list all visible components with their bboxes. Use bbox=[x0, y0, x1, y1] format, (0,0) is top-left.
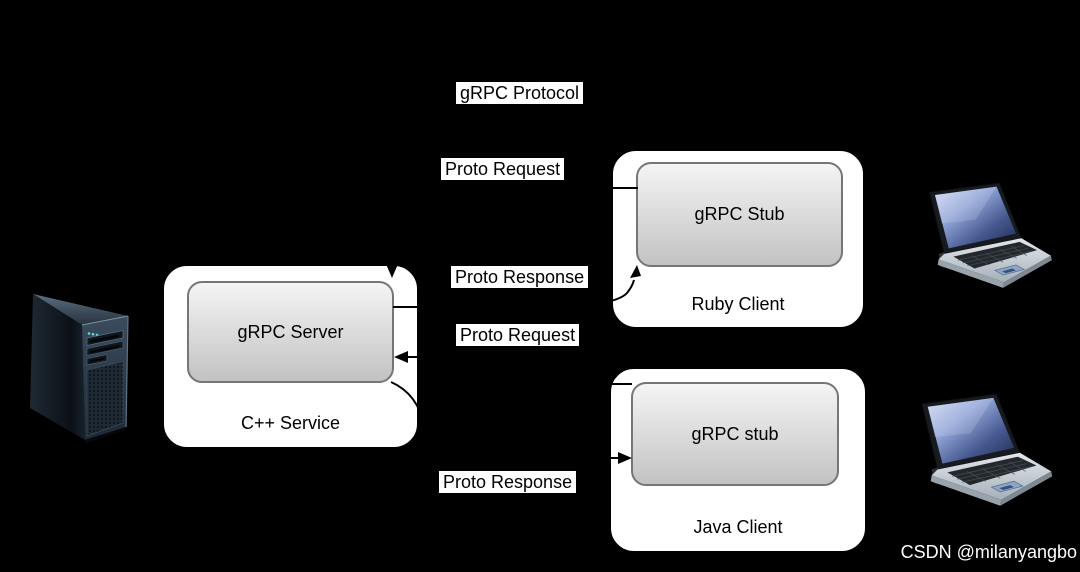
grpc-protocol-label: gRPC Protocol bbox=[456, 82, 584, 104]
grpc-stub-java-node bbox=[631, 382, 839, 486]
edge-ruby-response bbox=[393, 279, 635, 308]
ruby-client-label: Ruby Client bbox=[691, 294, 785, 314]
cpp-service-label: C++ Service bbox=[240, 413, 341, 433]
grpc-stub-java-label: gRPC stub bbox=[691, 423, 779, 444]
edge-label-ruby-response: Proto Response bbox=[451, 266, 589, 288]
arrowhead-into-server-side bbox=[394, 351, 408, 363]
edge-ruby-request bbox=[391, 187, 638, 264]
edge-java-response bbox=[390, 381, 618, 459]
grpc-stub-ruby-node bbox=[636, 162, 843, 267]
grpc-server-node bbox=[187, 281, 394, 383]
arrowhead-into-server-top bbox=[386, 264, 398, 278]
csdn-watermark: CSDN @milanyangbo bbox=[900, 542, 1077, 562]
laptop-icon bbox=[921, 393, 1053, 507]
edge-label-ruby-request: Proto Request bbox=[441, 158, 565, 180]
arrowhead-into-java-stub bbox=[618, 452, 632, 464]
grpc-server-label: gRPC Server bbox=[237, 321, 344, 342]
java-client-label: Java Client bbox=[693, 517, 783, 537]
grpc-stub-ruby-label: gRPC Stub bbox=[694, 204, 785, 224]
edge-java-request bbox=[408, 356, 632, 385]
edge-label-java-response: Proto Response bbox=[439, 471, 577, 493]
server-tower-icon bbox=[30, 294, 129, 444]
arrowheads bbox=[386, 264, 641, 464]
laptop-icon bbox=[928, 182, 1053, 289]
arrowhead-into-ruby-stub bbox=[630, 265, 641, 278]
edge-label-java-request: Proto Request bbox=[456, 324, 580, 346]
connector-edges bbox=[390, 187, 638, 459]
